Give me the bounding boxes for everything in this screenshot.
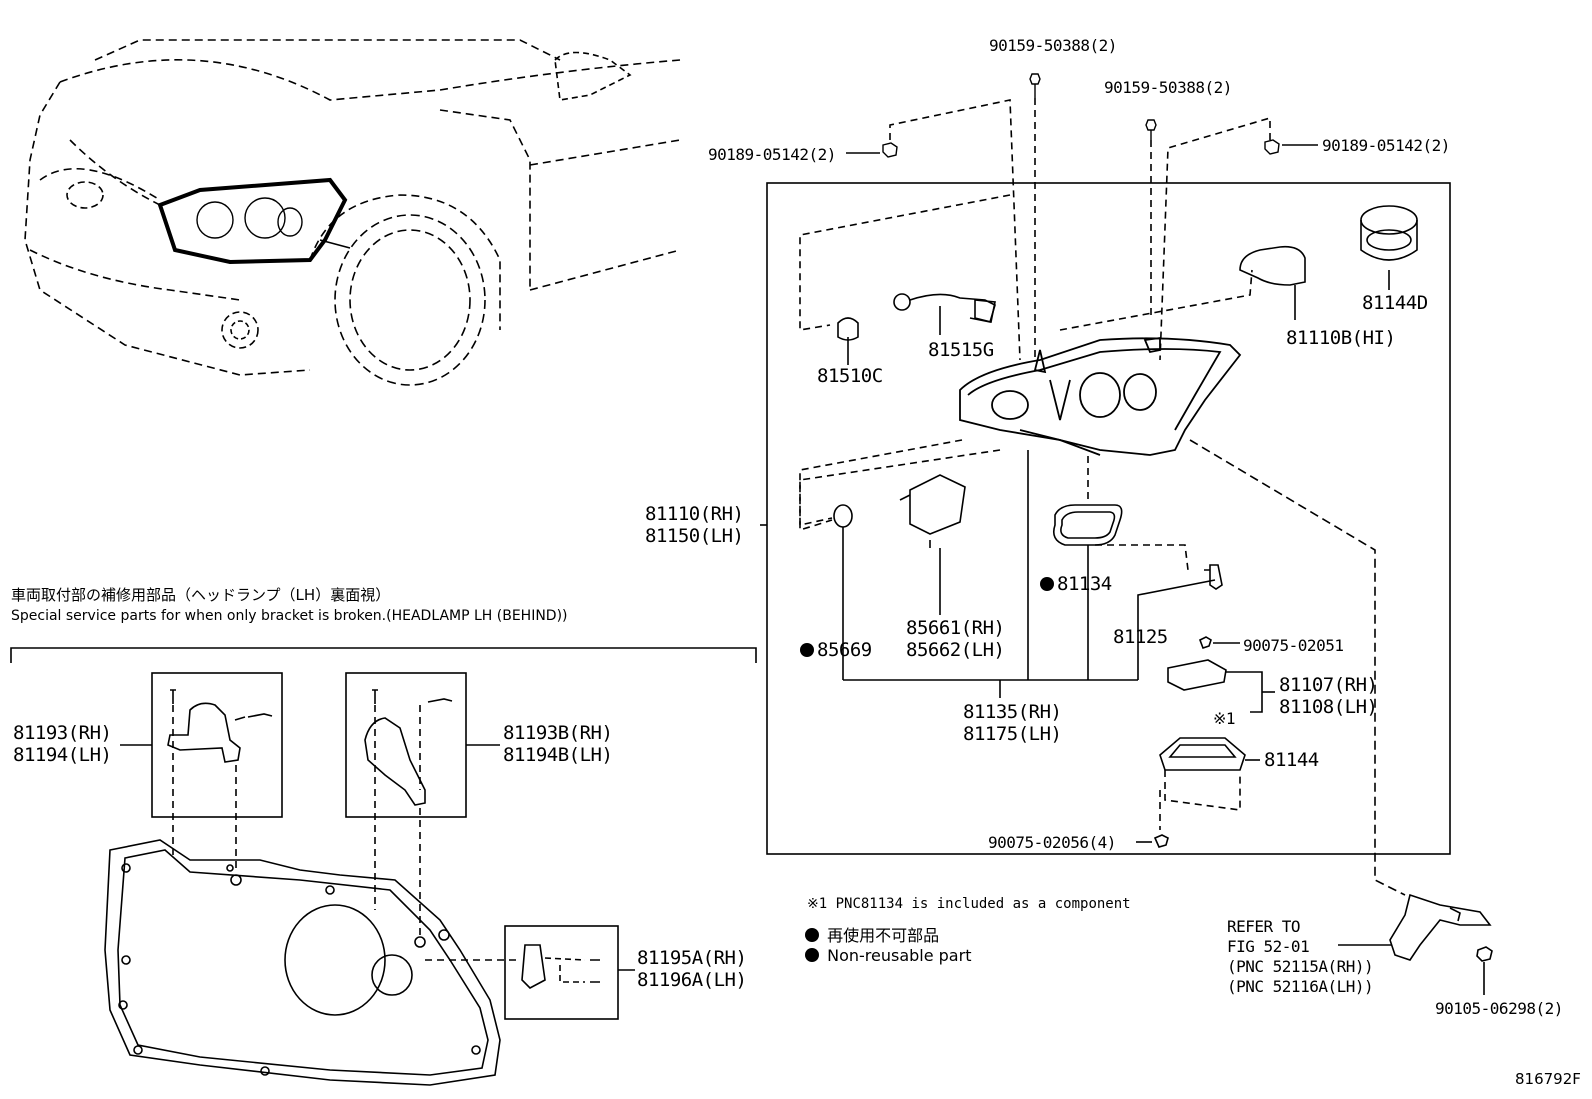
label-90105-06298: 90105-06298(2): [1435, 999, 1563, 1018]
refer-line3: (PNC 52115A(RH)): [1227, 957, 1374, 976]
label-81175-lh: 81175(LH): [963, 723, 1062, 745]
label-85661-rh: 85661(RH): [906, 617, 1005, 639]
bolt-icon: [882, 73, 1280, 158]
socket-81515g: [893, 293, 996, 323]
note-component: ※1 PNC81134 is included as a component: [807, 896, 1131, 912]
label-81194-lh: 81194(LH): [13, 744, 112, 766]
label-81196a-lh: 81196A(LH): [637, 969, 747, 991]
screw-icon: [1153, 834, 1169, 848]
label-screw-right: 90189-05142(2): [1322, 136, 1450, 155]
service-title-en: Special service parts for when only brac…: [11, 608, 568, 624]
label-81107-rh: 81107(RH): [1279, 674, 1378, 696]
note-nonreuse-jp: 再使用不可部品: [805, 922, 939, 946]
label-85662-lh: 85662(LH): [906, 639, 1005, 661]
assembly-frame: [766, 182, 1451, 855]
non-reusable-dot-icon: [800, 643, 814, 657]
label-81510c: 81510C: [817, 365, 883, 387]
label-81150-lh: 81150(LH): [645, 525, 744, 547]
cap-81144d: [1360, 205, 1418, 290]
bolt-icon: [1476, 946, 1493, 962]
label-81194b-lh: 81194B(LH): [503, 744, 613, 766]
non-reusable-dot-icon: [805, 948, 819, 962]
actuator-85661: [899, 474, 966, 548]
bracket-52115a: [1389, 893, 1492, 961]
service-title-jp: 車両取付部の補修用部品（ヘッドランプ（LH）裏面視）: [11, 586, 391, 604]
non-reusable-dot-icon: [1040, 577, 1054, 591]
module-81107: [1167, 659, 1227, 691]
label-85669: 85669: [800, 640, 872, 660]
label-81110-rh: 81110(RH): [645, 503, 744, 525]
refer-line2: FIG 52-01: [1227, 937, 1310, 956]
bulb-81110b: [1239, 245, 1306, 320]
connector-81125: [1204, 564, 1223, 590]
label-90075-02056: 90075-02056(4): [988, 833, 1116, 852]
label-bolt-top-1: 90159-50388(2): [989, 36, 1117, 55]
label-81125: 81125: [1113, 626, 1168, 648]
screw-icon: [1198, 636, 1212, 650]
label-81144d: 81144D: [1362, 292, 1428, 314]
headlamp-rear-housing: [104, 839, 501, 1086]
refer-line4: (PNC 52116A(LH)): [1227, 977, 1374, 996]
label-81110b: 81110B(HI): [1286, 327, 1396, 349]
note-nonreuse-en: Non-reusable part: [805, 946, 971, 965]
label-81108-lh: 81108(LH): [1279, 696, 1378, 718]
headlamp-body: [959, 336, 1242, 456]
label-81135-rh: 81135(RH): [963, 701, 1062, 723]
label-bolt-top-2: 90159-50388(2): [1104, 78, 1232, 97]
non-reusable-dot-icon: [805, 928, 819, 942]
car-front-illustration: [24, 39, 681, 386]
bulb-81510c: [837, 317, 859, 341]
gasket-81134: [1052, 504, 1123, 546]
figure-id: 816792F: [1515, 1070, 1581, 1088]
label-81144: 81144: [1264, 749, 1319, 771]
label-81193-rh: 81193(RH): [13, 722, 112, 744]
refer-line1: REFER TO: [1227, 917, 1301, 936]
label-81134: 81134: [1040, 574, 1112, 594]
label-81193b-rh: 81193B(RH): [503, 722, 613, 744]
label-ref1: ※1: [1213, 709, 1236, 728]
label-90075-02051: 90075-02051: [1243, 636, 1344, 655]
ring-85669: [833, 504, 853, 528]
service-box-81195a: [504, 925, 619, 1020]
label-screw-left: 90189-05142(2): [708, 145, 836, 164]
ballast-81144: [1159, 737, 1260, 771]
label-81195a-rh: 81195A(RH): [637, 947, 747, 969]
service-box-81193: [151, 672, 283, 818]
label-81515g: 81515G: [928, 339, 994, 361]
